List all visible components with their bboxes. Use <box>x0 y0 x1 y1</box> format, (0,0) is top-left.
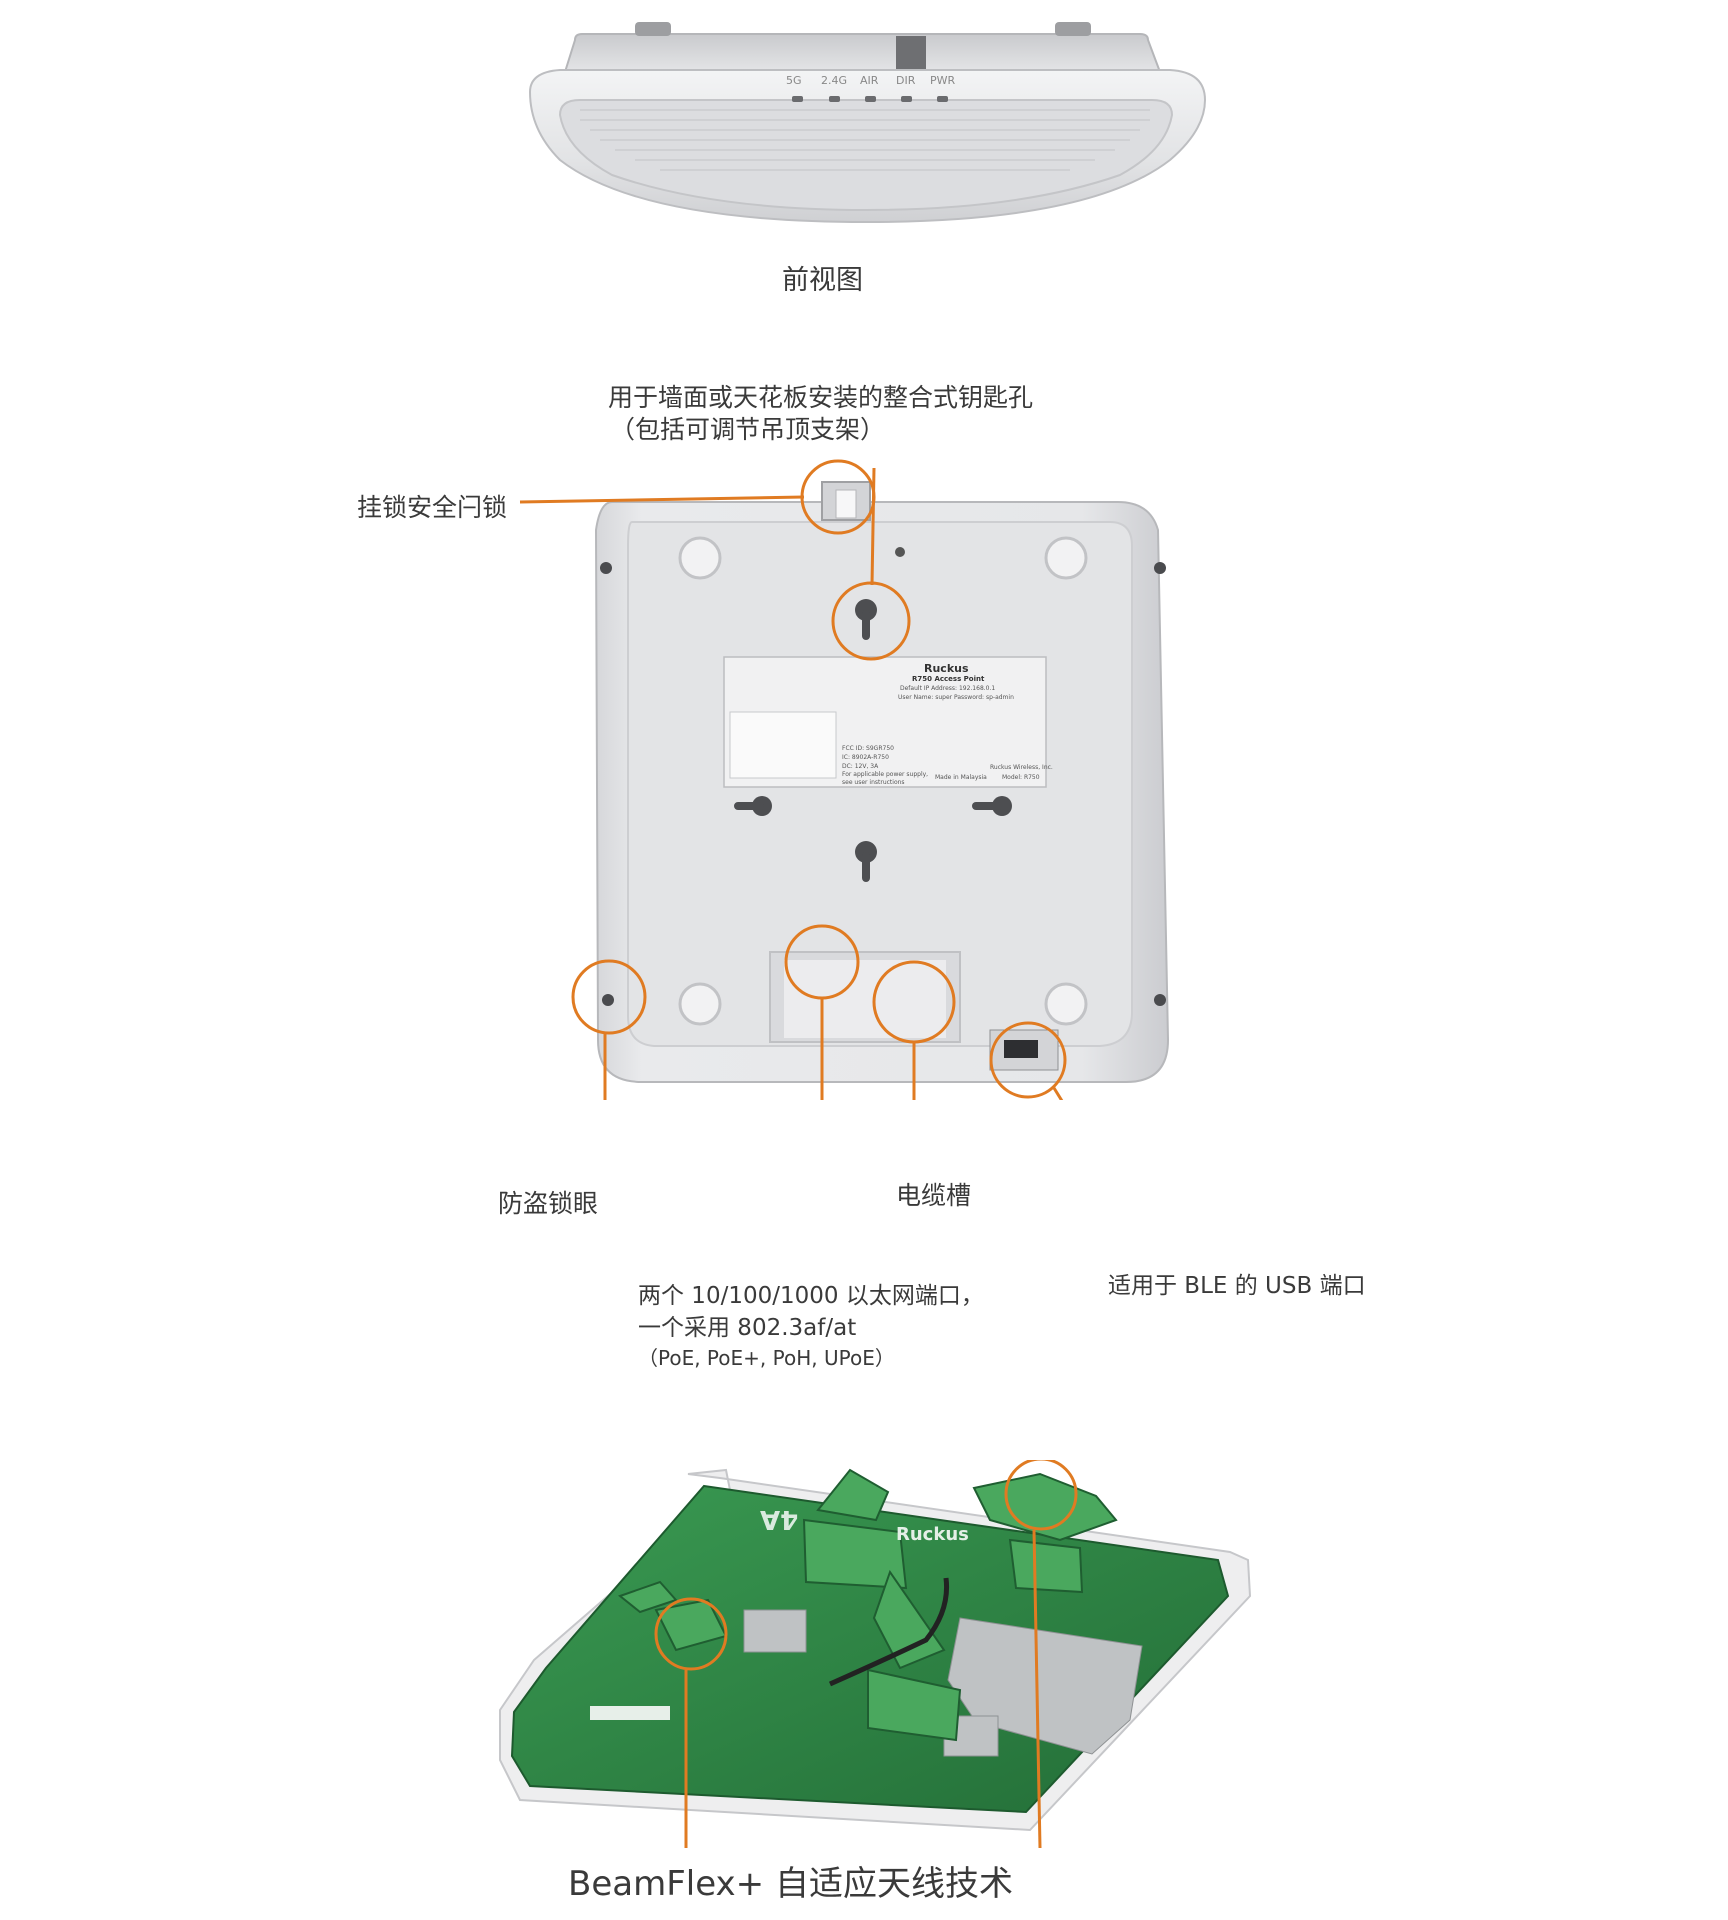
keyhole-label-line2: （包括可调节吊顶支架） <box>610 415 886 444</box>
internal-view-caption: BeamFlex+ 自适应天线技术 <box>568 1864 1013 1904</box>
led-label-air: AIR <box>860 74 879 87</box>
sticker-company: Ruckus Wireless, Inc. <box>990 764 1053 771</box>
ethernet-label-line1: 两个 10/100/1000 以太网端口， <box>638 1283 984 1309</box>
sticker-brand: Ruckus <box>924 662 969 675</box>
sticker-supply: For applicable power supply, <box>842 771 929 778</box>
sticker-ip: Default IP Address: 192.168.0.1 <box>900 685 996 692</box>
rear-view-device <box>519 459 1170 1100</box>
led-label-5g: 5G <box>786 74 802 87</box>
led-label-24g: 2.4G <box>821 74 848 87</box>
internal-view-board <box>499 1460 1252 1849</box>
front-view-caption: 前视图 <box>782 265 863 296</box>
sticker-model: Model: R750 <box>1002 774 1040 781</box>
usb-label: 适用于 BLE 的 USB 端口 <box>1108 1273 1366 1299</box>
sticker-made-in: Made in Malaysia <box>935 774 987 781</box>
sticker-ic: IC: 8902A-R750 <box>842 754 889 761</box>
sticker-user: User Name: super Password: sp-admin <box>898 694 1014 701</box>
ethernet-label-line2: 一个采用 802.3af/at <box>638 1315 857 1341</box>
ethernet-label-line3: （PoE, PoE+, PoH, UPoE） <box>638 1346 895 1370</box>
sticker-fcc: FCC ID: S9GR750 <box>842 745 894 752</box>
led-label-dir: DIR <box>896 74 916 87</box>
led-label-pwr: PWR <box>930 74 956 87</box>
cable-slot-label: 电缆槽 <box>896 1181 972 1210</box>
front-view-device <box>528 22 1207 224</box>
keyhole-label-line1: 用于墙面或天花板安装的整合式钥匙孔 <box>608 383 1034 412</box>
board-text-4a: 4A <box>760 1504 799 1534</box>
sticker-instructions: see user instructions <box>842 779 905 786</box>
board-brand: Ruckus <box>896 1524 969 1545</box>
antitheft-label: 防盗锁眼 <box>498 1189 599 1218</box>
sticker-power: DC: 12V, 3A <box>842 763 879 770</box>
sticker-model-title: R750 Access Point <box>912 675 985 683</box>
padlock-label: 挂锁安全闩锁 <box>357 493 508 522</box>
